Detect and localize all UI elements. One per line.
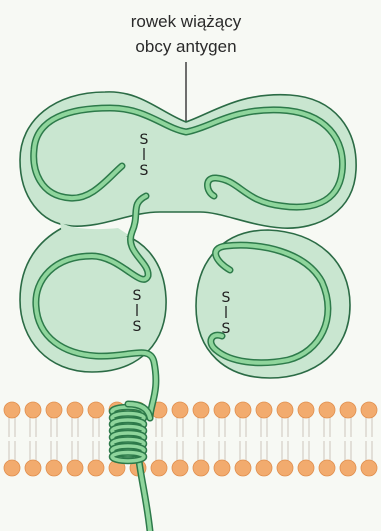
- lipid-head: [256, 460, 272, 476]
- ss-top-s2: S: [140, 163, 149, 179]
- lipid-head: [361, 460, 377, 476]
- lipid-head: [319, 460, 335, 476]
- lipid-head: [193, 402, 209, 418]
- groove-label-line1: rowek wiążący: [131, 12, 242, 31]
- lipid-head: [88, 460, 104, 476]
- lipid-head: [277, 460, 293, 476]
- lipid-head: [88, 402, 104, 418]
- lipid-head: [340, 460, 356, 476]
- lipid-head: [4, 402, 20, 418]
- lipid-head: [172, 460, 188, 476]
- lipid-head: [46, 402, 62, 418]
- lipid-head: [214, 402, 230, 418]
- ss-lower-right-s1: S: [222, 290, 231, 306]
- lipid-head: [235, 402, 251, 418]
- lipid-head: [67, 460, 83, 476]
- lipid-head: [256, 402, 272, 418]
- ss-top-s1: S: [140, 132, 149, 148]
- lipid-head: [172, 402, 188, 418]
- lipid-head: [235, 460, 251, 476]
- lipid-head: [25, 402, 41, 418]
- transmembrane-helix: [112, 404, 150, 461]
- groove-label-line2: obcy antygen: [135, 37, 236, 56]
- lipid-head: [298, 402, 314, 418]
- lipid-head: [277, 402, 293, 418]
- lipid-head: [46, 460, 62, 476]
- lipid-head: [25, 460, 41, 476]
- lipid-head: [361, 402, 377, 418]
- lipid-head: [4, 460, 20, 476]
- ss-lower-left-s2: S: [133, 319, 142, 335]
- ss-lower-right-s2: S: [222, 321, 231, 337]
- lipid-head: [319, 402, 335, 418]
- lipid-head: [67, 402, 83, 418]
- lipid-head: [214, 460, 230, 476]
- cell-membrane: [4, 402, 377, 476]
- lipid-head: [340, 402, 356, 418]
- ss-lower-left-s1: S: [133, 288, 142, 304]
- lipid-head: [298, 460, 314, 476]
- lipid-head: [193, 460, 209, 476]
- lipid-head: [151, 460, 167, 476]
